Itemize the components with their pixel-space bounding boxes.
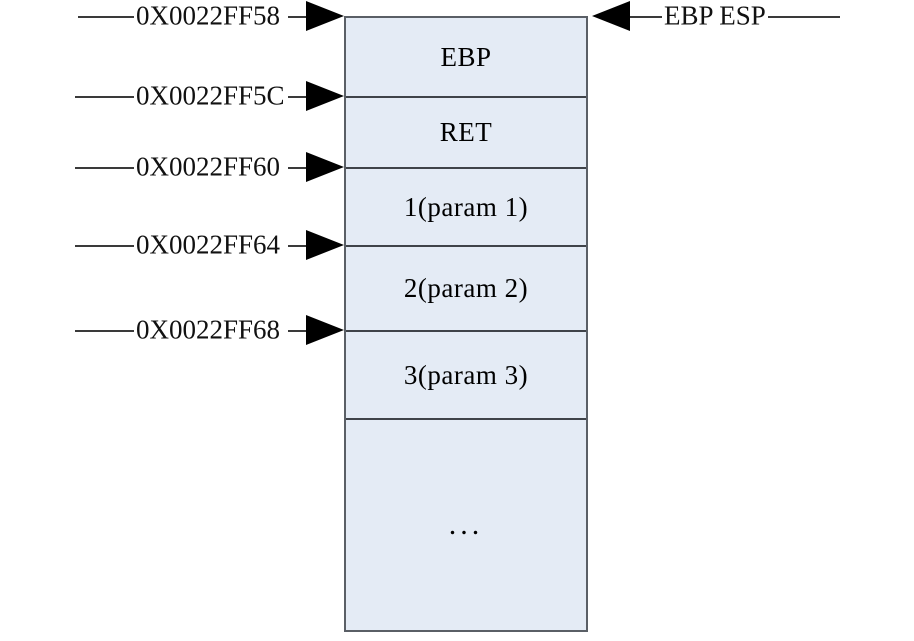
stack-cell-param3: 3(param 3) (346, 332, 586, 418)
stack-cell-label: 3(param 3) (403, 359, 529, 390)
pointer-line-segment (78, 16, 134, 18)
stack-cell-label: 2(param 2) (403, 273, 529, 303)
stack-cell-ebp: EBP (346, 18, 586, 96)
stack-cell-param1: 1(param 1) (346, 169, 586, 245)
arrow-right-icon (306, 152, 344, 182)
stack-cell-label: ... (448, 508, 484, 541)
stack-cell-label: RET (439, 117, 493, 147)
pointer-line-segment (288, 330, 310, 332)
address-label: 0X0022FF60 (136, 151, 281, 182)
register-label: EBP ESP (664, 0, 766, 31)
cell-divider (346, 167, 586, 169)
cell-divider (346, 330, 586, 332)
address-label: 0X0022FF5C (136, 80, 285, 111)
pointer-line-segment (288, 96, 310, 98)
arrow-right-icon (306, 81, 344, 111)
arrow-left-icon (592, 1, 630, 31)
cell-divider (346, 96, 586, 98)
address-label: 0X0022FF58 (136, 0, 281, 31)
stack-cell-remainder: ... (346, 420, 586, 630)
address-label: 0X0022FF68 (136, 314, 281, 345)
stack-cell-param2: 2(param 2) (346, 247, 586, 330)
stack-cell-label: EBP (440, 41, 492, 72)
cell-divider (346, 245, 586, 247)
pointer-line-segment (75, 167, 134, 169)
pointer-line-segment (288, 245, 310, 247)
arrow-right-icon (306, 1, 344, 31)
stack-box: EBP RET 1(param 1) 2(param 2) 3(param 3)… (344, 16, 588, 632)
arrow-right-icon (306, 230, 344, 260)
pointer-line-segment (75, 96, 134, 98)
arrow-right-icon (306, 315, 344, 345)
address-label: 0X0022FF64 (136, 229, 281, 260)
pointer-line-segment (75, 245, 134, 247)
stack-cell-ret: RET (346, 98, 586, 167)
stack-cell-label: 1(param 1) (403, 191, 529, 222)
cell-divider (346, 418, 586, 420)
pointer-line-segment (630, 16, 662, 18)
pointer-line-segment (288, 16, 310, 18)
pointer-line-segment (288, 167, 310, 169)
pointer-line-segment (768, 16, 840, 18)
pointer-line-segment (75, 330, 134, 332)
